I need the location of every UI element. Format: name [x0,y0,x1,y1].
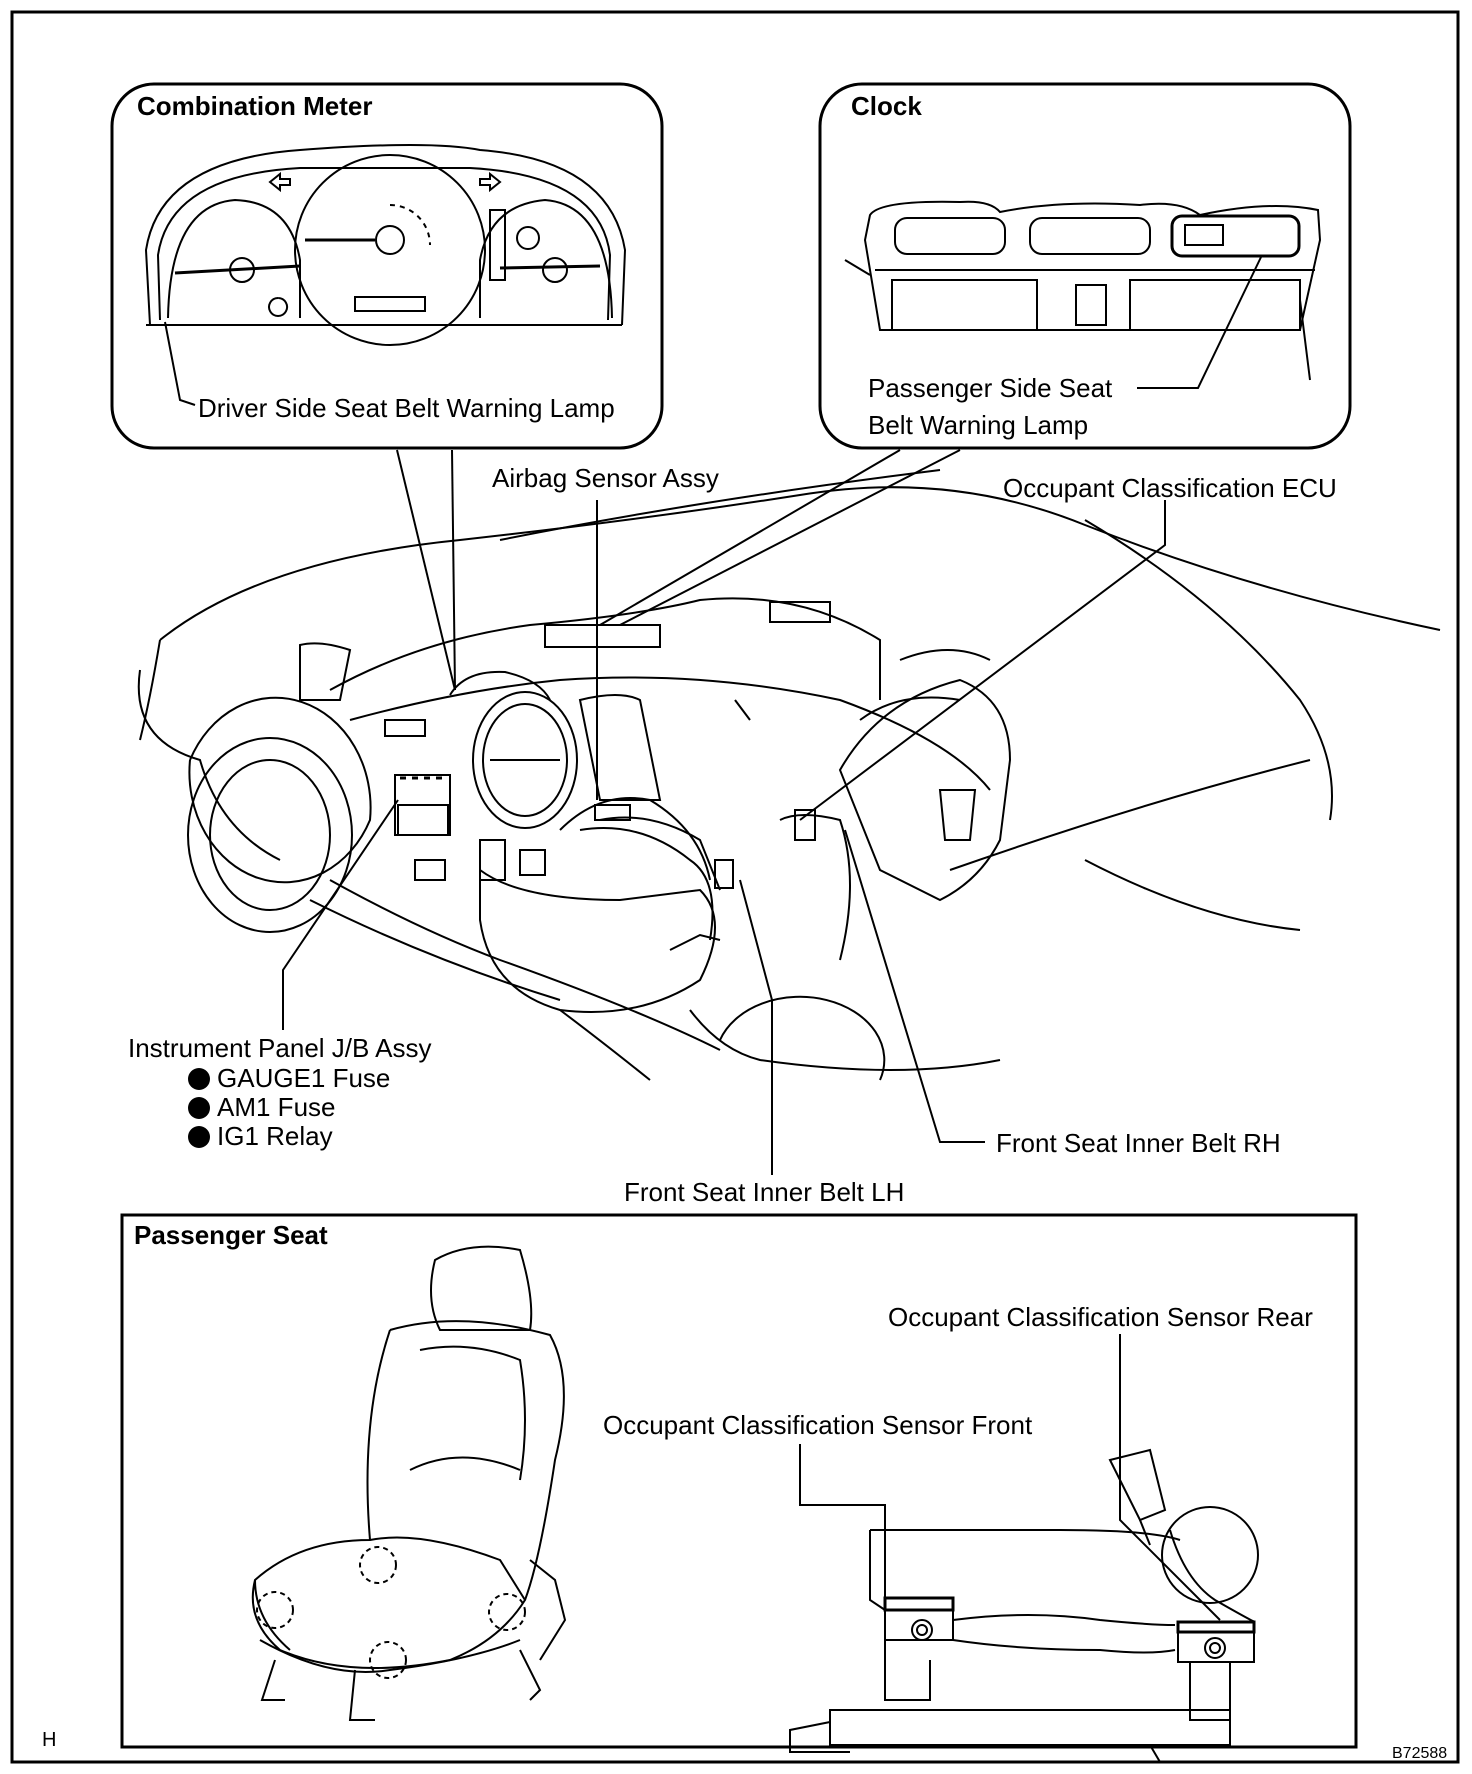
outer-border [10,10,1460,1764]
leader-lines [282,449,1166,1175]
sensor-front-label: Occupant Classification Sensor Front [603,1410,1033,1440]
fuse-item-label: AM1 Fuse [217,1092,336,1122]
combination-meter-title: Combination Meter [137,91,373,121]
fuse-item-gauge1: GAUGE1 Fuse [188,1063,390,1093]
corner-code: H [42,1729,57,1751]
driver-seat-belt-lamp-label: Driver Side Seat Belt Warning Lamp [198,393,615,423]
figure-id: B72588 [1392,1745,1448,1762]
fuse-item-label: GAUGE1 Fuse [217,1063,391,1093]
passenger-seat-belt-lamp-label-line2: Belt Warning Lamp [868,410,1089,440]
fuse-item-label: IG1 Relay [217,1121,333,1151]
fuse-item-ig1-relay: IG1 Relay [188,1121,333,1151]
passenger-seat-inset [120,1213,1358,1763]
fuse-item-am1: AM1 Fuse [188,1092,336,1122]
passenger-seat-title: Passenger Seat [134,1220,328,1250]
bullet-icon [188,1068,210,1090]
bullet-icon [188,1126,210,1148]
vehicle-interior-sketch [137,469,1441,1081]
clock-title: Clock [851,91,922,121]
clock-inset [818,82,1352,450]
inner-belt-rh-label: Front Seat Inner Belt RH [996,1128,1281,1158]
sensor-rear-label: Occupant Classification Sensor Rear [888,1302,1313,1332]
bullet-icon [188,1097,210,1119]
passenger-seat-belt-lamp-label-line1: Passenger Side Seat [868,373,1113,403]
instrument-panel-jb-label: Instrument Panel J/B Assy [128,1033,432,1063]
combination-meter-inset [110,82,664,450]
occupant-ecu-label: Occupant Classification ECU [1003,473,1337,503]
airbag-sensor-label: Airbag Sensor Assy [492,463,719,493]
inner-belt-lh-label: Front Seat Inner Belt LH [624,1177,905,1207]
